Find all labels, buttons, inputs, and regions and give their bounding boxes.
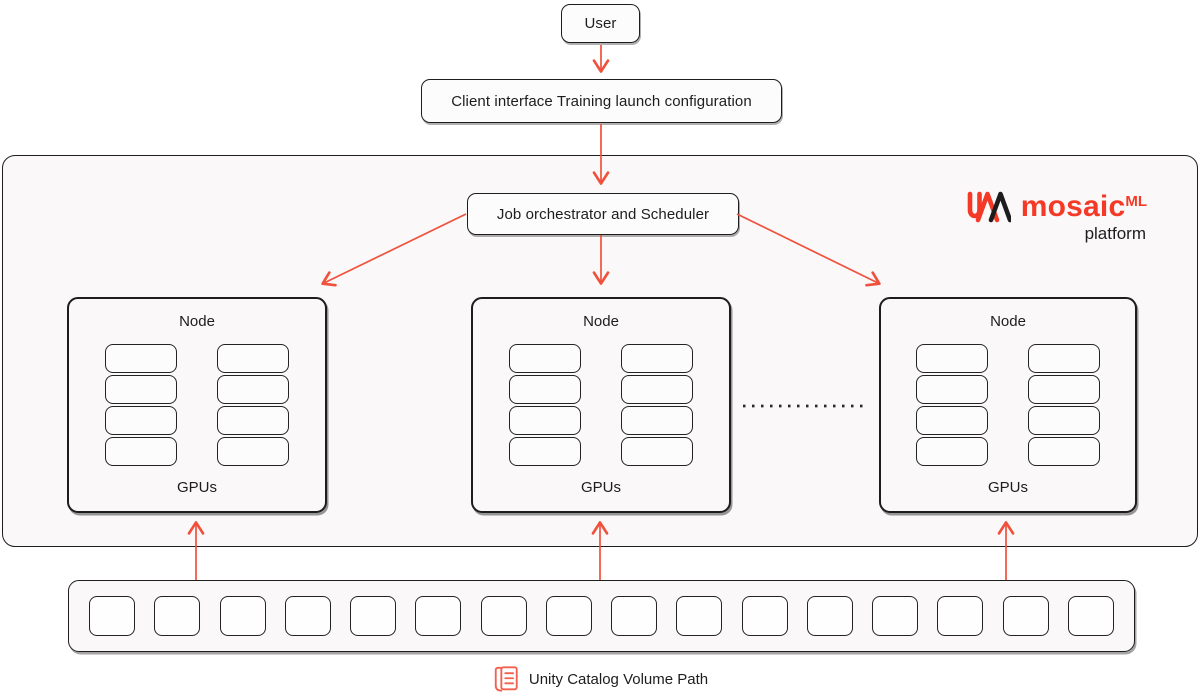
node-title: Node: [990, 313, 1026, 330]
logo-brand-superscript: ML: [1125, 193, 1147, 210]
gpu-cell: [1028, 343, 1100, 373]
storage-slot: [350, 596, 397, 636]
gpu-cell: [1028, 405, 1100, 435]
storage-slot: [219, 596, 266, 636]
gpu-cell: [916, 405, 988, 435]
gpus-label: GPUs: [987, 479, 1028, 496]
gpu-column: [621, 343, 693, 466]
storage-slot: [545, 596, 592, 636]
gpu-cell: [621, 374, 693, 404]
gpu-cell: [916, 436, 988, 466]
gpu-column: [1028, 343, 1100, 466]
gpu-cell: [916, 343, 988, 373]
job-orchestrator-box: Job orchestrator and Scheduler: [467, 193, 739, 235]
storage-slot: [1067, 596, 1114, 636]
gpu-cell: [105, 374, 177, 404]
gpu-cell: [509, 374, 581, 404]
unity-catalog-icon: [494, 666, 518, 692]
node-box-2: Node GPUs: [471, 297, 731, 513]
gpu-cell: [217, 374, 289, 404]
node-box-1: Node GPUs: [67, 297, 327, 513]
gpu-cell: [105, 405, 177, 435]
client-interface-label: Client interface Training launch configu…: [451, 92, 752, 110]
gpu-cell: [217, 436, 289, 466]
storage-slot: [480, 596, 527, 636]
gpu-column: [105, 343, 177, 466]
logo-text: mosaicML platform: [1021, 186, 1147, 244]
gpu-cell: [105, 436, 177, 466]
storage-slot: [1002, 596, 1049, 636]
user-box: User: [561, 4, 640, 43]
gpu-cell: [621, 405, 693, 435]
gpu-cell: [1028, 374, 1100, 404]
logo-brand: mosaicML: [1020, 190, 1147, 223]
client-interface-box: Client interface Training launch configu…: [421, 79, 782, 123]
job-orchestrator-label: Job orchestrator and Scheduler: [496, 205, 710, 223]
gpu-cell: [509, 343, 581, 373]
gpu-grid: [916, 343, 1100, 466]
gpus-label: GPUs: [580, 479, 621, 496]
storage-bar: [68, 580, 1135, 652]
gpu-cell: [509, 436, 581, 466]
gpu-cell: [621, 436, 693, 466]
storage-slot: [284, 596, 331, 636]
node-box-3: Node GPUs: [879, 297, 1137, 513]
storage-caption-label: Unity Catalog Volume Path: [528, 670, 709, 688]
gpu-cell: [509, 405, 581, 435]
gpu-cell: [1028, 436, 1100, 466]
gpus-label: GPUs: [176, 479, 217, 496]
gpu-cell: [105, 343, 177, 373]
storage-slot: [415, 596, 462, 636]
mosaicml-platform-panel: Job orchestrator and Scheduler mosaicML …: [2, 155, 1198, 547]
storage-slot: [89, 596, 135, 636]
storage-slot: [872, 596, 919, 636]
storage-slot: [676, 596, 723, 636]
user-label: User: [584, 15, 617, 32]
mosaicml-logo: mosaicML platform: [965, 186, 1147, 244]
mosaicml-mark-icon: [967, 191, 1011, 223]
gpu-cell: [916, 374, 988, 404]
storage-slot: [937, 596, 984, 636]
storage-slot: [154, 596, 201, 636]
storage-slot: [741, 596, 788, 636]
gpu-grid: [509, 343, 693, 466]
gpu-grid: [105, 343, 289, 466]
gpu-column: [509, 343, 581, 466]
storage-slot: [806, 596, 853, 636]
gpu-cell: [217, 405, 289, 435]
storage-caption: Unity Catalog Volume Path: [0, 661, 1200, 697]
gpu-cell: [621, 343, 693, 373]
gpu-cell: [217, 343, 289, 373]
node-title: Node: [179, 313, 215, 330]
storage-slot: [611, 596, 658, 636]
node-title: Node: [583, 313, 619, 330]
logo-subtitle: platform: [1084, 224, 1146, 243]
gpu-column: [217, 343, 289, 466]
gpu-column: [916, 343, 988, 466]
